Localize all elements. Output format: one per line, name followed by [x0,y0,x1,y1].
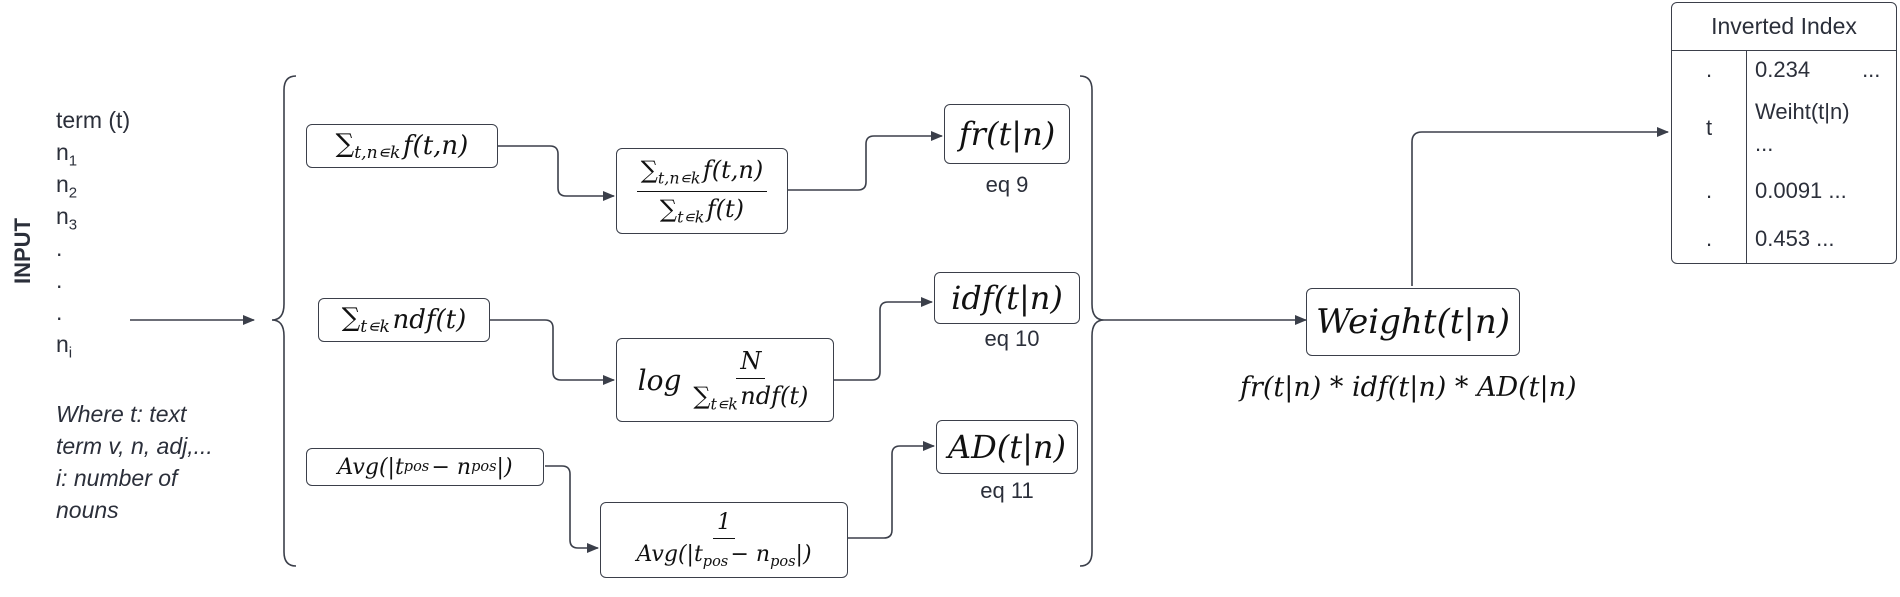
wire-weight-to-index [1411,127,1669,286]
wire-sum-to-fr [498,145,615,201]
eq-label: eq 9 [985,172,1029,197]
table-row: . 0.234... [1672,51,1896,89]
fr-fraction-box: ∑t,n∊k f(t,n) ∑t∊k f(t) [616,148,788,234]
eq-label: eq 11 [980,478,1034,503]
input-item: . [56,235,63,261]
sum-tnk-box: ∑t,n∊k f(t,n) [306,124,498,168]
table-row: . 0.453 ... [1672,215,1896,263]
weight-formula: fr(t|n) * idf(t|n) * AD(t|n) [1240,372,1577,403]
inverted-index-table: Inverted Index . 0.234... t Weiht(t|n)..… [1671,2,1897,264]
input-list: term (t) n1 n2 n3 . . . ni [56,104,131,362]
input-side-label: INPUT [10,218,35,284]
wire-sumtk-to-log [490,319,615,385]
idf-fraction-box: log N ∑t∊k ndf(t) [616,338,834,422]
input-item: n1 [56,139,78,170]
wire-log-to-idf [834,297,933,381]
input-item: . [56,267,63,293]
table-title: Inverted Index [1672,3,1896,51]
right-brace [1079,75,1105,567]
ad-fraction-box: 1 Avg(|tpos − npos|) [600,502,848,578]
input-item: n3 [56,203,78,234]
input-note: Where t: text term v, n, adj,... i: numb… [56,401,213,523]
weight-box: Weight(t|n) [1306,288,1520,356]
input-item: . [56,299,63,325]
ad-box: AD(t|n) [936,420,1078,474]
eq-label: eq 10 [984,326,1040,351]
input-item: n2 [56,171,78,202]
table-row: . 0.0091 ... [1672,167,1896,215]
idf-box: idf(t|n) [934,272,1080,324]
left-brace [271,75,297,567]
fr-box: fr(t|n) [944,104,1070,164]
input-item: ni [56,331,73,362]
wire-inv-to-ad [848,441,935,539]
sum-tk-box: ∑t∊k ndf(t) [318,298,490,342]
input-item: term (t) [56,107,131,133]
wire-avg-to-inv [545,465,599,553]
table-row: t Weiht(t|n)... [1672,89,1896,167]
wire-fr-to-frbox [788,131,943,191]
